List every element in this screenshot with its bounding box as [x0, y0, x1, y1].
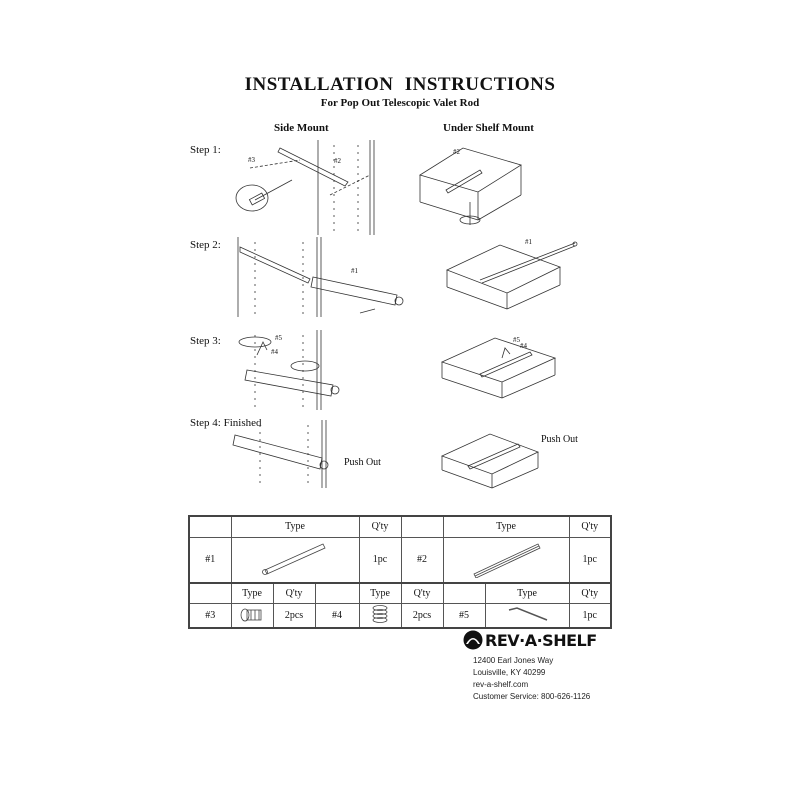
- customer-service: Customer Service: 800-626-1126: [473, 692, 591, 701]
- allen-key-icon: [508, 606, 548, 621]
- step4-under-illustration: [440, 433, 540, 489]
- side-mount-heading: Side Mount: [274, 122, 329, 134]
- type-header: Type: [358, 582, 402, 604]
- push-out-label-side: Push Out: [344, 457, 381, 468]
- part-qty-5: 1pc: [568, 602, 612, 629]
- callout-4: #4: [271, 348, 279, 356]
- part-id-2: #2: [400, 536, 444, 584]
- part-id-4: #4: [314, 602, 360, 629]
- part-qty-2: 1pc: [568, 536, 612, 584]
- part-qty-1: 1pc: [358, 536, 402, 584]
- callout-3: #3: [248, 156, 256, 164]
- page-subtitle: For Pop Out Telescopic Valet Rod: [320, 97, 480, 109]
- step3-side-illustration: #5 #4: [238, 330, 340, 410]
- step3-under-illustration: #5 #4: [440, 336, 557, 399]
- step1-side-illustration: #3 #2: [235, 140, 375, 235]
- address-line-1: 12400 Earl Jones Way: [473, 656, 554, 665]
- page-title: INSTALLATION INSTRUCTIONS: [244, 74, 556, 95]
- under-shelf-heading: Under Shelf Mount: [443, 122, 534, 134]
- step-2-label: Step 2:: [190, 239, 221, 251]
- type-header: Type: [442, 515, 570, 538]
- callout-2: #2: [334, 157, 342, 165]
- type-header: Type: [230, 582, 274, 604]
- address-line-2: Louisville, KY 40299: [473, 668, 546, 677]
- step-1-label: Step 1:: [190, 144, 221, 156]
- threaded-insert-icon: [372, 604, 388, 623]
- slide-rail-icon: [473, 543, 541, 579]
- step2-side-illustration: #1: [237, 237, 404, 317]
- push-out-label-under: Push Out: [541, 434, 578, 445]
- callout-5: #5: [513, 336, 521, 344]
- step-3-label: Step 3:: [190, 335, 221, 347]
- part-id-1: #1: [188, 536, 232, 584]
- qty-header: Q'ty: [272, 582, 316, 604]
- callout-1: #1: [525, 238, 533, 246]
- part-id-3: #3: [188, 602, 232, 629]
- step4-side-illustration: [232, 420, 329, 488]
- callout-2: #2: [453, 148, 461, 156]
- qty-header: Q'ty: [400, 582, 444, 604]
- step2-under-illustration: #1: [445, 238, 578, 310]
- qty-header: Q'ty: [568, 515, 612, 538]
- callout-4: #4: [520, 342, 528, 350]
- logo-mark-icon: [463, 630, 483, 650]
- part-qty-4: 2pcs: [400, 602, 444, 629]
- parts-table: Type Q'ty Type Q'ty #1 1pc #2 1pc Type Q…: [188, 515, 612, 629]
- type-header: Type: [484, 582, 570, 604]
- logo-text: REV·A·SHELF: [485, 630, 597, 650]
- qty-header: Q'ty: [358, 515, 402, 538]
- screw-icon: [240, 608, 262, 622]
- rod-icon: [262, 543, 326, 576]
- website: rev-a-shelf.com: [473, 680, 529, 689]
- callout-5: #5: [275, 334, 283, 342]
- part-qty-3: 2pcs: [272, 602, 316, 629]
- qty-header: Q'ty: [568, 582, 612, 604]
- part-id-5: #5: [442, 602, 486, 629]
- step1-under-illustration: #2: [419, 147, 522, 225]
- rev-a-shelf-logo: REV·A·SHELF: [463, 630, 597, 650]
- callout-1: #1: [351, 267, 359, 275]
- step-4-label: Step 4: Finished: [190, 417, 262, 429]
- type-header: Type: [230, 515, 360, 538]
